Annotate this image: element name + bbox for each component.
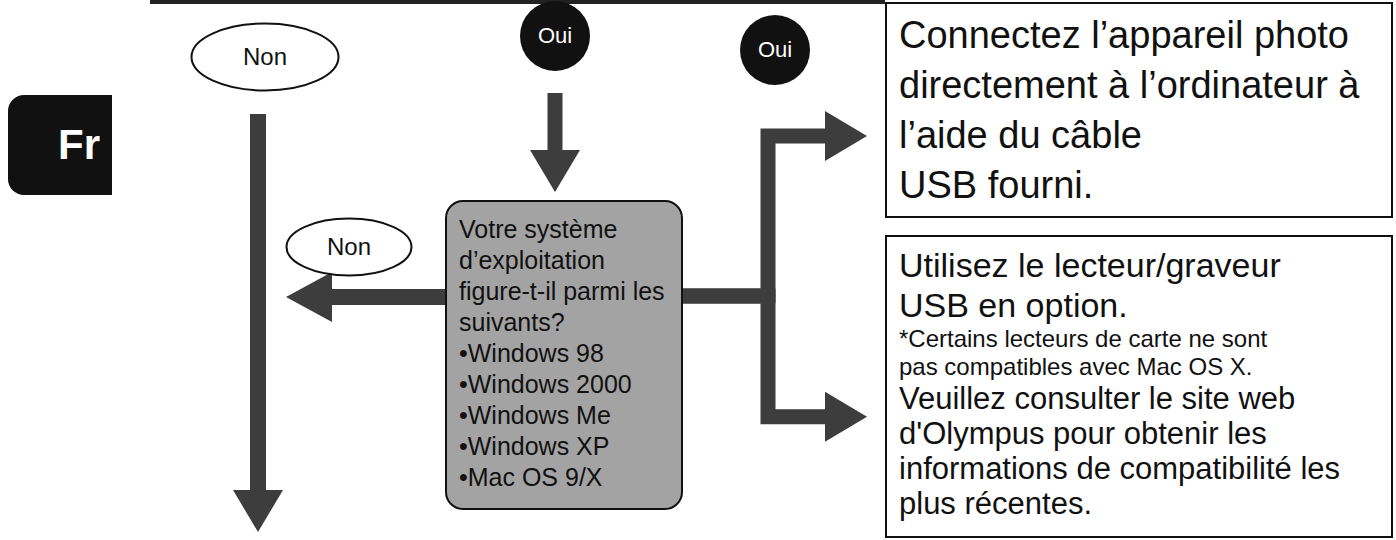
language-tab: Fr [8,95,112,195]
arrow-head [286,272,332,322]
down-arrow [233,114,283,532]
ellipse-shape [192,24,339,91]
answer-ellipse: Non [190,22,340,92]
node-text: •Windows 2000 [459,369,675,400]
instruction-box: Utilisez le lecteur/graveur USB en optio… [885,235,1393,538]
arrow-shaft [548,93,563,150]
node-text: Utilisez le lecteur/graveur USB en optio… [899,245,1339,325]
arrow-shaft [683,296,825,417]
answer-circle: Oui [740,15,810,85]
top-rule [150,0,885,4]
arrow-head [825,392,867,442]
circle-shape [520,1,590,71]
wrap-spacer [1172,110,1387,200]
left-arrow [286,272,446,322]
circle-shape [740,15,810,85]
arrow-shaft [328,289,446,305]
node-text: *Certains lecteurs de carte ne sont pas … [899,325,1299,381]
flow-arrow [683,296,867,442]
answer-ellipse: Non [285,217,413,277]
node-text: Votre système d’exploitation figure-t-il… [459,214,679,338]
decision-box: Votre système d’exploitation figure-t-il… [445,200,683,510]
ellipse-shape [287,219,412,276]
flow-arrow [683,111,867,296]
instruction-box: Connectez l’appareil photo directement à… [885,2,1393,218]
answer-circle: Oui [520,1,590,71]
arrow-head [530,150,580,192]
arrow-shaft [683,136,825,296]
node-text: Connectez l’appareil photo directement à… [899,10,1387,210]
node-text: Oui [758,37,792,63]
node-text: Oui [538,23,572,49]
arrow-head [233,490,283,532]
node-text: •Windows Me [459,400,675,431]
node-text: Fr [58,121,100,169]
flow-arrow [530,93,580,192]
node-text: Non [327,233,371,261]
node-text: •Mac OS 9/X [459,462,675,493]
arrow-head [825,111,867,161]
node-text: •Windows 98 [459,338,675,369]
node-text: Veuillez consulter le site web d'Olympus… [899,381,1379,521]
node-text: •Windows XP [459,431,675,462]
node-text: Non [243,43,287,71]
arrow-shaft [250,114,266,492]
